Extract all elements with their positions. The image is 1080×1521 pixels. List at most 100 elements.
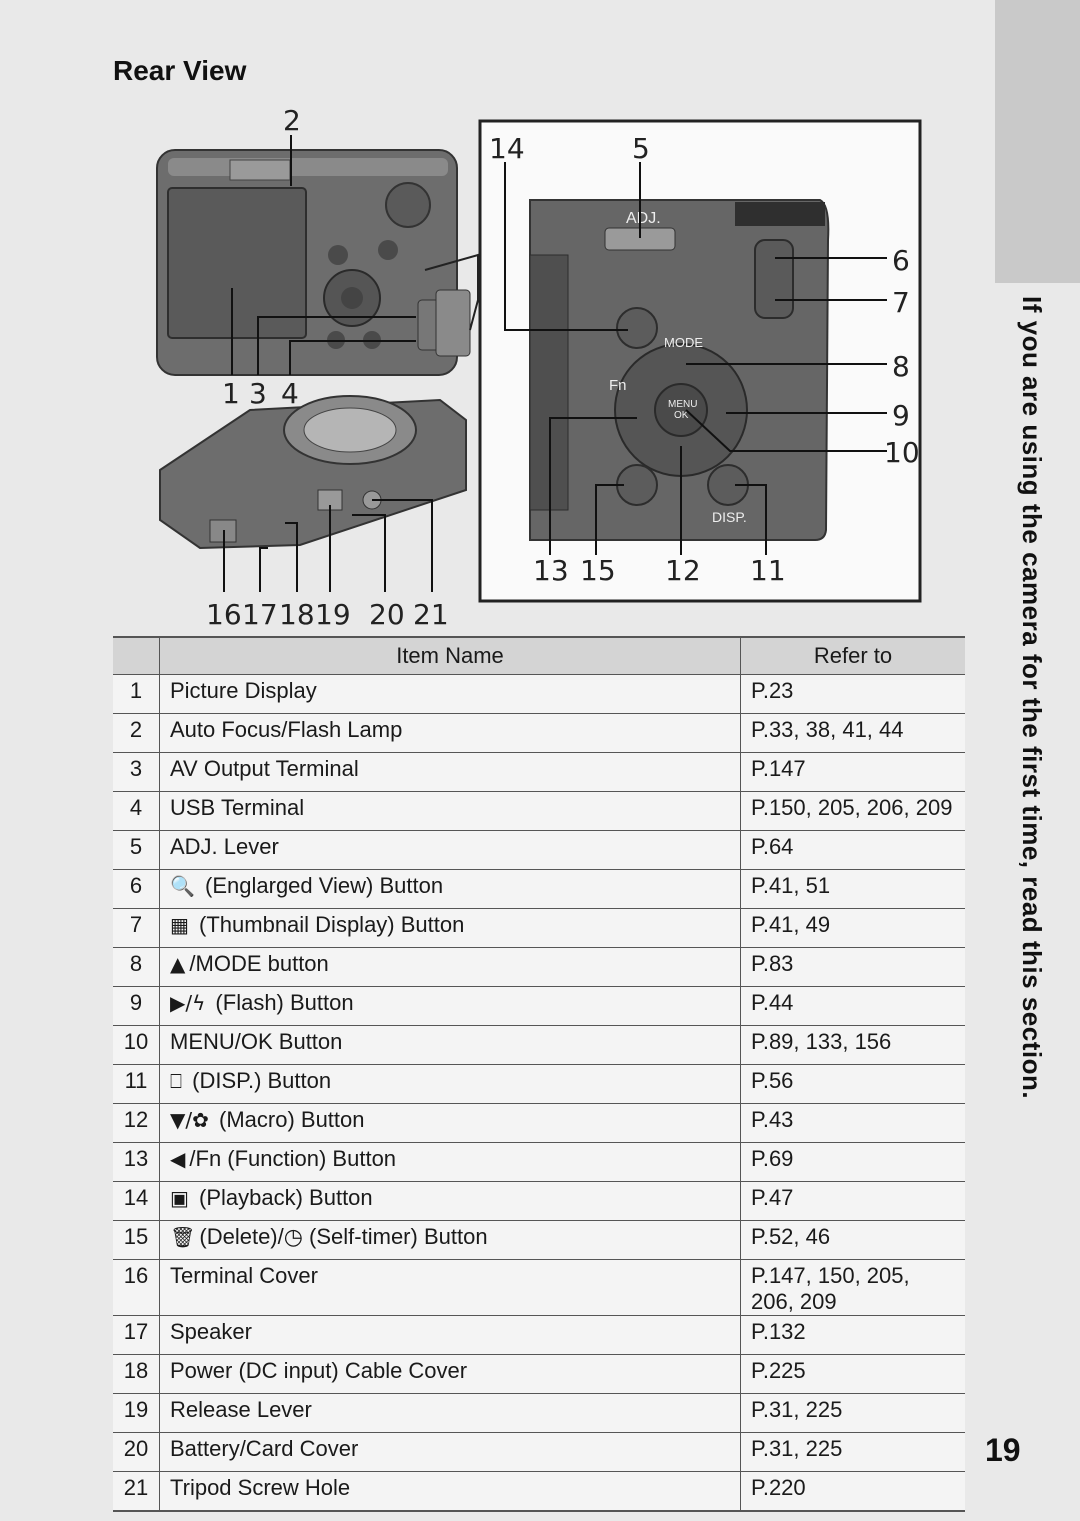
callout-3: 3 [249, 377, 267, 410]
button-symbol-icon: ▣ [170, 1186, 189, 1210]
section-title: Rear View [113, 55, 247, 86]
row-item-name: 🔍 (Englarged View) Button [159, 869, 741, 909]
row-number: 2 [113, 713, 160, 753]
row-number: 13 [113, 1142, 160, 1182]
row-item-name: Release Lever [159, 1393, 741, 1433]
callout-6: 6 [892, 244, 910, 277]
item-name-text: (Playback) Button [192, 1185, 373, 1210]
row-refer-to: P.132 [740, 1315, 965, 1355]
row-number: 4 [113, 791, 160, 831]
header-number [113, 636, 160, 675]
item-name-text: Battery/Card Cover [170, 1436, 359, 1461]
mode-label: MODE [664, 335, 703, 350]
row-item-name: Picture Display [159, 674, 741, 714]
callout-20: 20 [369, 598, 405, 630]
table-header-row: Item Name Refer to [113, 636, 965, 675]
section-side-text: If you are using the camera for the firs… [1017, 296, 1047, 1100]
row-refer-to: P.64 [740, 830, 965, 870]
row-refer-to: P.23 [740, 674, 965, 714]
row-refer-to: P.225 [740, 1354, 965, 1394]
row-item-name: ▶/ϟ (Flash) Button [159, 986, 741, 1026]
item-name-text: Release Lever [170, 1397, 312, 1422]
menu-label: MENU [668, 399, 697, 410]
row-item-name: Power (DC input) Cable Cover [159, 1354, 741, 1394]
section-tab [995, 0, 1080, 283]
row-item-name: ▦ (Thumbnail Display) Button [159, 908, 741, 948]
row-item-name: AV Output Terminal [159, 752, 741, 792]
row-number: 3 [113, 752, 160, 792]
row-refer-to: P.47 [740, 1181, 965, 1221]
callout-10: 10 [884, 436, 920, 469]
row-item-name: USB Terminal [159, 791, 741, 831]
item-name-text: Auto Focus/Flash Lamp [170, 717, 403, 742]
row-refer-to: P.56 [740, 1064, 965, 1104]
row-number: 12 [113, 1103, 160, 1143]
row-number: 10 [113, 1025, 160, 1065]
row-number: 18 [113, 1354, 160, 1394]
row-refer-to: P.147, 150, 205, 206, 209 [740, 1259, 965, 1316]
row-number: 6 [113, 869, 160, 909]
inset-camera-controls: ADJ. MODE Fn MENU OK DISP. [529, 199, 830, 541]
row-item-name: Battery/Card Cover [159, 1432, 741, 1472]
row-refer-to: P.147 [740, 752, 965, 792]
callout-18: 18 [279, 598, 315, 630]
row-refer-to: P.44 [740, 986, 965, 1026]
callout-8: 8 [892, 350, 910, 383]
row-item-name: Terminal Cover [159, 1259, 741, 1316]
row-refer-to: P.220 [740, 1471, 965, 1512]
button-symbol-icon: ◀ [170, 1147, 186, 1171]
button-symbol-icon: ⎕ [170, 1069, 182, 1093]
item-name-text: (Thumbnail Display) Button [192, 912, 465, 937]
row-number: 15 [113, 1220, 160, 1260]
row-number: 8 [113, 947, 160, 987]
item-name-text: Tripod Screw Hole [170, 1475, 351, 1500]
item-name-text: (Flash) Button [209, 990, 354, 1015]
item-name-text: (Delete)/◷ (Self-timer) Button [199, 1224, 488, 1249]
ok-label: OK [674, 410, 689, 421]
item-name-text: /Fn (Function) Button [189, 1146, 397, 1171]
header-item-name: Item Name [159, 636, 741, 675]
row-item-name: Tripod Screw Hole [159, 1471, 741, 1512]
button-symbol-icon: 🔍 [170, 874, 195, 898]
page-number: 19 [985, 1432, 1021, 1468]
disp-label: DISP. [712, 509, 747, 525]
row-refer-to: P.52, 46 [740, 1220, 965, 1260]
row-refer-to: P.41, 51 [740, 869, 965, 909]
item-name-text: Power (DC input) Cable Cover [170, 1358, 468, 1383]
row-item-name: ▲/MODE button [159, 947, 741, 987]
callout-1: 1 [222, 377, 240, 410]
row-item-name: ADJ. Lever [159, 830, 741, 870]
row-number: 7 [113, 908, 160, 948]
callout-21: 21 [413, 598, 449, 630]
row-number: 1 [113, 674, 160, 714]
callout-14: 14 [489, 132, 525, 165]
row-number: 21 [113, 1471, 160, 1512]
row-number: 9 [113, 986, 160, 1026]
row-number: 5 [113, 830, 160, 870]
row-number: 16 [113, 1259, 160, 1316]
callout-7: 7 [892, 286, 910, 319]
row-item-name: ▼/✿ (Macro) Button [159, 1103, 741, 1143]
item-name-text: (Macro) Button [212, 1107, 365, 1132]
item-name-text: USB Terminal [170, 795, 305, 820]
item-name-text: Speaker [170, 1319, 252, 1344]
button-symbol-icon: ▶/ϟ [170, 991, 206, 1015]
row-number: 20 [113, 1432, 160, 1472]
row-item-name: ▣ (Playback) Button [159, 1181, 741, 1221]
callout-15: 15 [580, 554, 616, 587]
button-symbol-icon: ▦ [170, 913, 189, 937]
leader-lines [223, 135, 887, 592]
